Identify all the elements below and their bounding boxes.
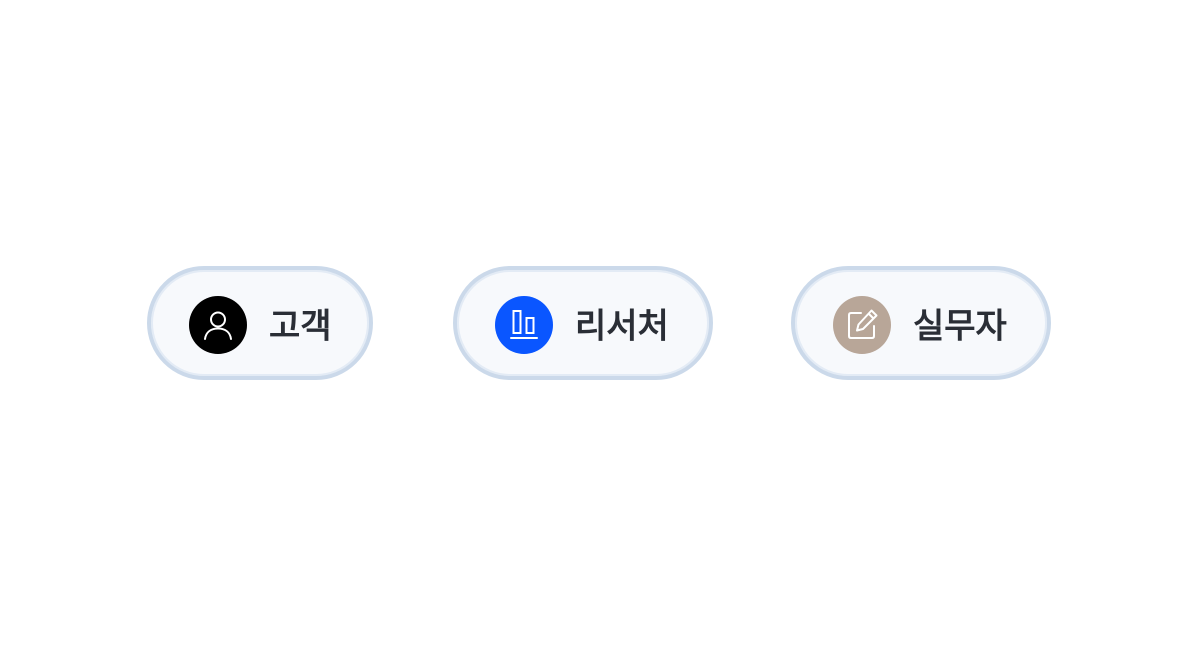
edit-icon	[833, 296, 891, 354]
bar-chart-icon	[495, 296, 553, 354]
role-label-customer: 고객	[269, 306, 332, 347]
role-button-customer[interactable]: 고객	[147, 266, 373, 380]
user-icon	[189, 296, 247, 354]
role-button-practitioner[interactable]: 실무자	[791, 266, 1051, 380]
role-label-practitioner: 실무자	[913, 306, 1007, 347]
role-label-researcher: 리서처	[575, 306, 669, 347]
role-button-researcher[interactable]: 리서처	[453, 266, 713, 380]
